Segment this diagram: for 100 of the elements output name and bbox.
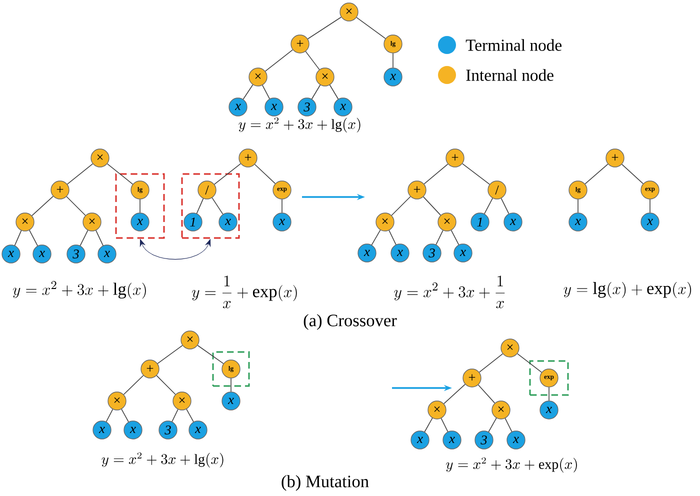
terminal-node: x (568, 212, 588, 232)
tree-branch (14, 230, 22, 246)
tree-branch (436, 230, 444, 245)
internal-node: × (316, 68, 334, 86)
internal-node: × (438, 212, 456, 232)
terminal-node: 1 (470, 212, 490, 232)
internal-node: × (172, 392, 192, 410)
internal-node: + (140, 360, 160, 378)
terminal-node: x (130, 212, 150, 232)
internal-node: × (108, 392, 126, 410)
terminal-node: x (272, 212, 292, 232)
equation: $y=x^{2}+3x+\lg(x)$ (238, 117, 360, 132)
tree-branch (388, 230, 396, 245)
tree-branch (305, 51, 320, 70)
terminal-node: x (410, 430, 430, 450)
equation: $y=\frac{1}{x}+\exp(x)$ (192, 276, 297, 308)
internal-node: × (492, 400, 510, 420)
terminal-node: x (334, 98, 352, 116)
internal-node: + (408, 180, 426, 200)
tree-branch (66, 163, 94, 185)
terminal-node: 3 (158, 420, 178, 440)
internal-node: + (290, 34, 310, 54)
terminal-node: x (384, 68, 402, 86)
terminal-node: x (124, 420, 142, 440)
terminal-node: x (218, 212, 238, 232)
internal-node: × (16, 212, 34, 232)
tree-branch (392, 52, 394, 68)
tree-branch (444, 384, 466, 404)
terminal-node: x (454, 244, 472, 262)
tree-branch (254, 164, 276, 184)
tree-branch (478, 353, 504, 373)
tree-branch (484, 198, 494, 214)
tree-branch (329, 84, 339, 100)
tree-branch (311, 84, 321, 100)
tree-branch (450, 230, 460, 246)
legend-label: Internal node (466, 69, 554, 81)
terminal-node: x (506, 430, 526, 450)
tree-branch (172, 409, 178, 422)
tree-branch (264, 49, 294, 72)
tree-branch (517, 353, 542, 373)
internal-node: × (180, 330, 200, 350)
internal-node: × (248, 68, 268, 86)
tree-branch (66, 196, 86, 216)
tree-branch (500, 198, 510, 214)
terminal-node: 3 (298, 98, 316, 116)
internal-node: + (50, 180, 70, 200)
terminal-node: x (2, 244, 20, 264)
tree-branch (391, 196, 411, 216)
terminal-node: x (442, 430, 462, 450)
internal-node: × (500, 338, 520, 358)
tree-branch (548, 386, 550, 402)
terminal-node: x (222, 392, 240, 410)
panel-caption: (b) Mutation (282, 475, 369, 491)
legend-label: Terminal node (466, 39, 562, 51)
tree-branch (197, 344, 224, 364)
equation: $y=x^{2}+3x+\lg(x)$ (13, 280, 146, 299)
terminal-node: x (358, 244, 376, 262)
equation: $y=x^{2}+3x+\exp(x)$ (446, 457, 577, 472)
tree-branch (106, 408, 114, 422)
internal-node: × (90, 148, 110, 168)
internal-node: + (462, 368, 482, 388)
panel-caption: (a) Crossover (304, 314, 397, 330)
tree-branch (371, 230, 381, 246)
internal-node: / (488, 180, 506, 200)
internal-node: / (198, 180, 216, 200)
terminal-node: x (32, 244, 52, 264)
terminal-node: 3 (474, 430, 494, 450)
internal-node: × (82, 212, 102, 232)
equation: $y=x^{2}+3x+\lg(x)$ (102, 452, 224, 468)
tree-branch (106, 163, 134, 185)
equation: $y=x^{2}+3x+\frac{1}{x}$ (394, 276, 505, 308)
tree-branch (157, 345, 183, 364)
terminal-node: x (640, 212, 660, 232)
tree-branch (29, 230, 38, 246)
terminal-node: 3 (422, 244, 442, 262)
terminal-node: 1 (184, 212, 202, 232)
tree-branch (422, 196, 442, 216)
terminal-node: x (92, 420, 112, 440)
tree-branch (478, 384, 496, 404)
terminal-node: x (540, 400, 558, 420)
terminal-node: x (228, 98, 248, 116)
internal-node: × (340, 2, 358, 22)
internal-node: + (238, 148, 258, 168)
terminal-node: x (98, 244, 116, 264)
tree-branch (212, 197, 224, 215)
terminal-node: x (504, 212, 522, 232)
terminal-node: x (264, 98, 284, 116)
terminal-node: x (390, 244, 410, 262)
tree-branch (504, 418, 512, 432)
tree-branch (424, 418, 433, 432)
tree-branch (462, 163, 490, 185)
tree-branch (242, 84, 254, 100)
internal-node: × (376, 212, 394, 232)
internal-node: + (606, 148, 624, 168)
tree-branch (356, 17, 386, 39)
dashed-box (529, 360, 569, 396)
dashed-box (212, 351, 250, 387)
tree-branch (196, 198, 204, 214)
tree-branch (123, 375, 144, 395)
tree-branch (230, 378, 232, 392)
